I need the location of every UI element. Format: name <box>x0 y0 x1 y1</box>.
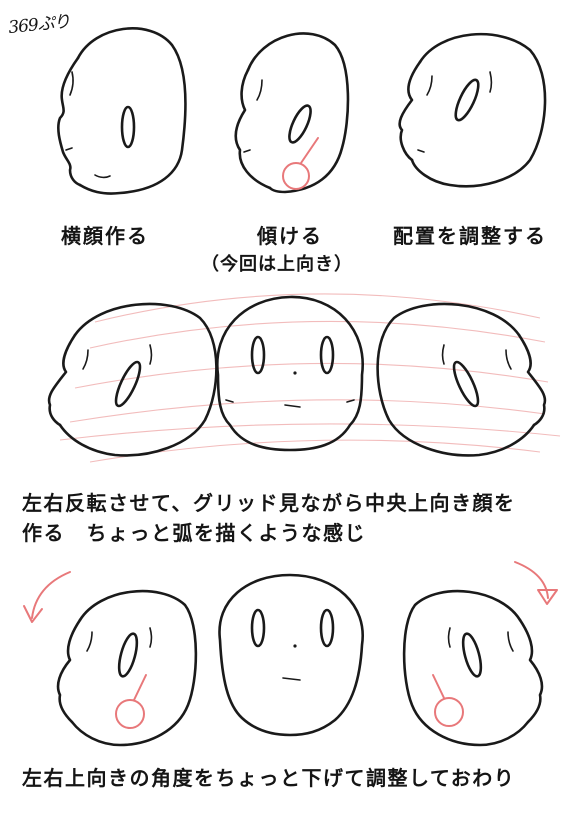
eye <box>114 360 142 408</box>
nose <box>293 371 297 375</box>
eye <box>452 360 480 408</box>
head-outline <box>70 589 198 747</box>
nose <box>293 644 297 648</box>
mouth <box>282 677 301 681</box>
curved-arrow-left-icon <box>23 571 71 623</box>
face-profile-line <box>56 618 82 724</box>
step5-text: 左右上向きの角度をちょっと下げて調整しておわり <box>22 766 516 790</box>
head-outline <box>246 32 350 194</box>
step4-line2: 作る ちょっと弧を描くような感じ <box>22 521 366 545</box>
eye <box>288 104 312 144</box>
step4-line1: 左右反転させて、グリッド見ながら中央上向き顔を <box>22 491 516 515</box>
head-outline <box>58 302 218 457</box>
face-adjusted <box>398 32 547 188</box>
head-outline <box>215 295 365 452</box>
eye-right <box>319 335 335 375</box>
final-face-right <box>402 589 544 747</box>
final-face-center <box>218 573 364 737</box>
face-profile-line <box>398 60 422 162</box>
eye-left <box>250 608 266 648</box>
head-outline <box>76 27 187 195</box>
eye-left <box>250 335 266 375</box>
eye <box>454 78 480 122</box>
step2-note: （今回は上向き） <box>201 254 353 275</box>
tilt-guide-line <box>300 137 319 164</box>
face-left <box>47 302 218 457</box>
face-center-up <box>215 295 365 452</box>
chin-marker-left <box>115 699 145 729</box>
face-side-view <box>57 27 187 195</box>
eye <box>120 105 136 149</box>
curved-arrow-right-icon <box>514 561 558 605</box>
step2-label: 傾ける <box>257 224 323 248</box>
head-outline <box>218 573 364 737</box>
face-right <box>376 302 547 457</box>
step1-label: 横顔作る <box>61 224 149 248</box>
guide-line-right <box>432 674 445 699</box>
eye <box>461 632 483 678</box>
step3-label: 配置を調整する <box>393 224 547 248</box>
head-outline <box>410 32 547 188</box>
chin-marker <box>282 162 310 190</box>
mouth <box>284 404 301 408</box>
eye-right <box>319 608 335 648</box>
face-tilted <box>234 32 350 194</box>
face-profile-line <box>47 333 77 427</box>
eye <box>117 632 139 678</box>
chin-marker-right <box>434 697 464 727</box>
guide-line-left <box>133 674 147 701</box>
face-profile-line <box>57 56 82 187</box>
final-face-left <box>56 589 198 747</box>
perspective-grid <box>59 293 561 463</box>
face-profile-line <box>234 68 272 190</box>
